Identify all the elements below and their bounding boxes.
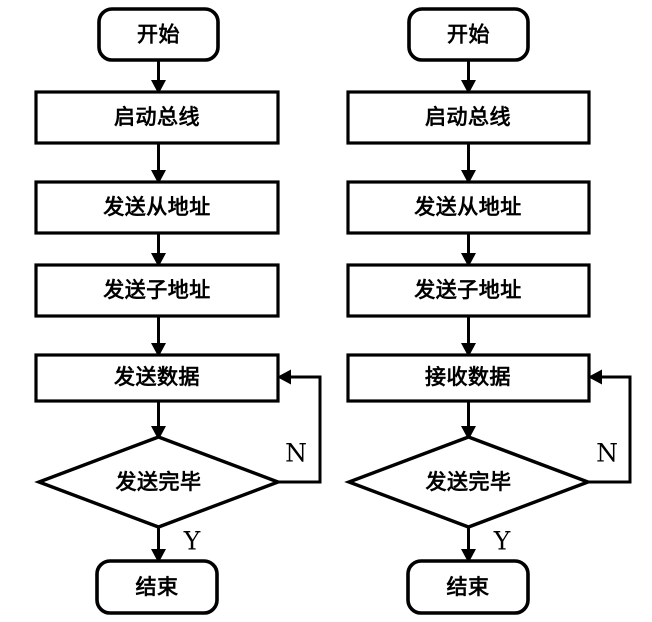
edge-l-no-loop: N — [277, 369, 322, 484]
edge-l-bus-slave — [151, 143, 166, 184]
terminator-shape — [95, 559, 219, 615]
node-label: 发送完毕 — [115, 470, 202, 494]
node-l-slave[interactable]: 发送从地址 — [34, 180, 280, 235]
node-l-data[interactable]: 发送数据 — [34, 353, 280, 403]
node-label: 开始 — [137, 23, 180, 47]
node-l-bus[interactable]: 启动总线 — [34, 90, 280, 145]
left-flowchart: 开始 启动总线 发送从地址 — [34, 7, 322, 615]
edge-l-start-bus — [151, 60, 166, 94]
node-r-bus[interactable]: 启动总线 — [346, 90, 591, 145]
edge-r-start-bus — [461, 60, 476, 94]
node-label: 启动总线 — [425, 105, 511, 129]
edge-l-yes: Y — [151, 527, 201, 563]
node-label: 发送子地址 — [413, 278, 522, 302]
node-label: 接收数据 — [425, 365, 511, 389]
edge-r-no-loop: N — [588, 369, 632, 484]
process-shape — [346, 263, 591, 318]
process-shape — [34, 263, 280, 318]
edge-r-yes: Y — [461, 527, 511, 563]
node-r-end[interactable]: 结束 — [406, 559, 530, 615]
node-label: 发送从地址 — [102, 195, 211, 219]
node-l-sub[interactable]: 发送子地址 — [34, 263, 280, 318]
process-shape — [346, 180, 591, 235]
edge-l-data-check — [151, 401, 166, 440]
node-label: 发送数据 — [113, 365, 200, 389]
node-l-start[interactable]: 开始 — [97, 7, 220, 62]
edge-r-sub-data — [461, 316, 476, 357]
node-label: 结束 — [136, 575, 179, 599]
node-r-check[interactable]: 发送完毕 — [344, 435, 593, 529]
edge-r-data-check — [461, 401, 476, 440]
process-shape — [34, 90, 280, 145]
edge-r-bus-slave — [461, 143, 476, 184]
branch-label-yes: Y — [183, 527, 201, 556]
process-shape — [346, 90, 591, 145]
node-label: 开始 — [447, 23, 490, 47]
node-label: 发送从地址 — [413, 195, 522, 219]
branch-label-no: N — [285, 439, 307, 468]
node-label: 发送完毕 — [425, 470, 512, 494]
node-r-start[interactable]: 开始 — [407, 7, 530, 62]
branch-label-yes: Y — [493, 527, 511, 556]
node-l-end[interactable]: 结束 — [95, 559, 219, 615]
node-label: 启动总线 — [114, 105, 200, 129]
edge-r-slave-sub — [461, 233, 476, 267]
node-r-sub[interactable]: 发送子地址 — [346, 263, 591, 318]
node-label: 发送子地址 — [102, 278, 211, 302]
node-label: 结束 — [447, 575, 490, 599]
right-flowchart: 开始 启动总线 发送从地址 — [344, 7, 632, 615]
node-r-slave[interactable]: 发送从地址 — [346, 180, 591, 235]
node-l-check[interactable]: 发送完毕 — [34, 435, 283, 529]
terminator-shape — [406, 559, 530, 615]
branch-label-no: N — [596, 439, 618, 468]
edge-l-slave-sub — [151, 233, 166, 267]
edge-l-sub-data — [151, 316, 166, 357]
node-r-data[interactable]: 接收数据 — [346, 353, 591, 403]
